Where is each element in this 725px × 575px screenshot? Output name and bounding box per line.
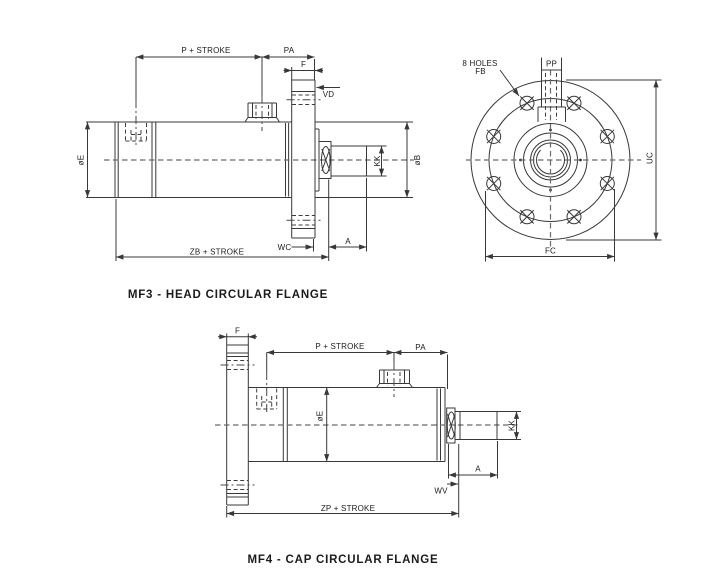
mf3-front-dimensions xyxy=(485,69,662,262)
mf3-flange-circles xyxy=(466,70,641,247)
mf4-flange xyxy=(220,344,255,506)
mf3-dim-wc-label: WC xyxy=(278,243,292,252)
mf3-dimensions xyxy=(84,54,413,261)
mf3-dim-kk-label: KK xyxy=(373,155,382,167)
mf3-title: MF3 - HEAD CIRCULAR FLANGE xyxy=(128,289,328,301)
dim-uc-label: UC xyxy=(646,152,655,164)
mf3-front-labels: 8 HOLES FB PP UC FC xyxy=(462,59,654,256)
dim-fc-label: FC xyxy=(545,247,556,256)
holes-count-label: 8 HOLES xyxy=(462,59,497,68)
bolt-hole xyxy=(566,209,582,225)
mf3-cylinder-tube xyxy=(104,121,414,198)
mf3-front-view: 8 HOLES FB PP UC FC xyxy=(462,57,662,262)
mf3-head-port xyxy=(244,57,280,131)
mf4-dim-kk-label: KK xyxy=(508,420,517,432)
bolt-hole xyxy=(519,95,535,111)
bolt-hole xyxy=(566,95,582,111)
mf4-dim-pa-label: PA xyxy=(415,343,426,352)
mf4-dim-f-label: F xyxy=(235,327,240,336)
mf3-dim-a-label: A xyxy=(345,237,351,246)
mf3-front-centerlines xyxy=(466,70,641,247)
mf3-dim-pa-label: PA xyxy=(284,46,295,55)
mf4-cylinder-tube xyxy=(215,387,520,462)
mf4-side-labels: F P + STROKE PA øE KK A WV ZP + STROKE xyxy=(235,327,517,514)
mf4-dim-zp-stroke-label: ZP + STROKE xyxy=(321,504,375,513)
mf3-side-labels: P + STROKE PA F VD øE øB KK A WC ZB + ST… xyxy=(77,46,423,257)
bolt-hole xyxy=(599,176,615,191)
holes-dia-label: FB xyxy=(475,67,486,76)
mf3-dim-p-stroke-label: P + STROKE xyxy=(181,46,230,55)
mf3-dim-bore-label: øE xyxy=(77,155,86,166)
bolt-hole xyxy=(519,209,535,225)
mf3-rod-assembly xyxy=(315,128,367,192)
mf4-dim-wv-label: WV xyxy=(434,487,448,496)
port-pp-label: PP xyxy=(546,60,557,69)
holes-leader-line xyxy=(499,69,520,97)
mf3-flange xyxy=(286,79,321,239)
mf4-head-port xyxy=(376,352,413,397)
bolt-hole xyxy=(486,176,502,191)
bolt-hole xyxy=(599,129,615,144)
mf4-title: MF4 - CAP CIRCULAR FLANGE xyxy=(247,554,438,566)
mf3-dim-f-label: F xyxy=(301,60,306,69)
mf3-dim-zb-stroke-label: ZB + STROKE xyxy=(190,248,244,257)
mf3-dim-boss-dia-label: øB xyxy=(413,155,422,166)
mf4-dimensions xyxy=(218,333,521,518)
mf3-hidden-cap-port xyxy=(125,57,147,146)
mf4-dim-p-stroke-label: P + STROKE xyxy=(315,342,364,351)
mf4-side-view: F P + STROKE PA øE KK A WV ZP + STROKE xyxy=(215,327,521,518)
mf3-dim-vd-label: VD xyxy=(323,90,335,99)
mf3-side-view: P + STROKE PA F VD øE øB KK A WC ZB + ST… xyxy=(77,46,423,261)
mf4-rod-assembly xyxy=(446,407,498,444)
mf4-hidden-cap-port xyxy=(256,352,278,414)
mf3-front-port xyxy=(537,57,566,122)
mf4-dim-a-label: A xyxy=(475,465,481,474)
bolt-hole xyxy=(486,129,502,144)
mf4-dim-bore-label: øE xyxy=(316,411,325,422)
